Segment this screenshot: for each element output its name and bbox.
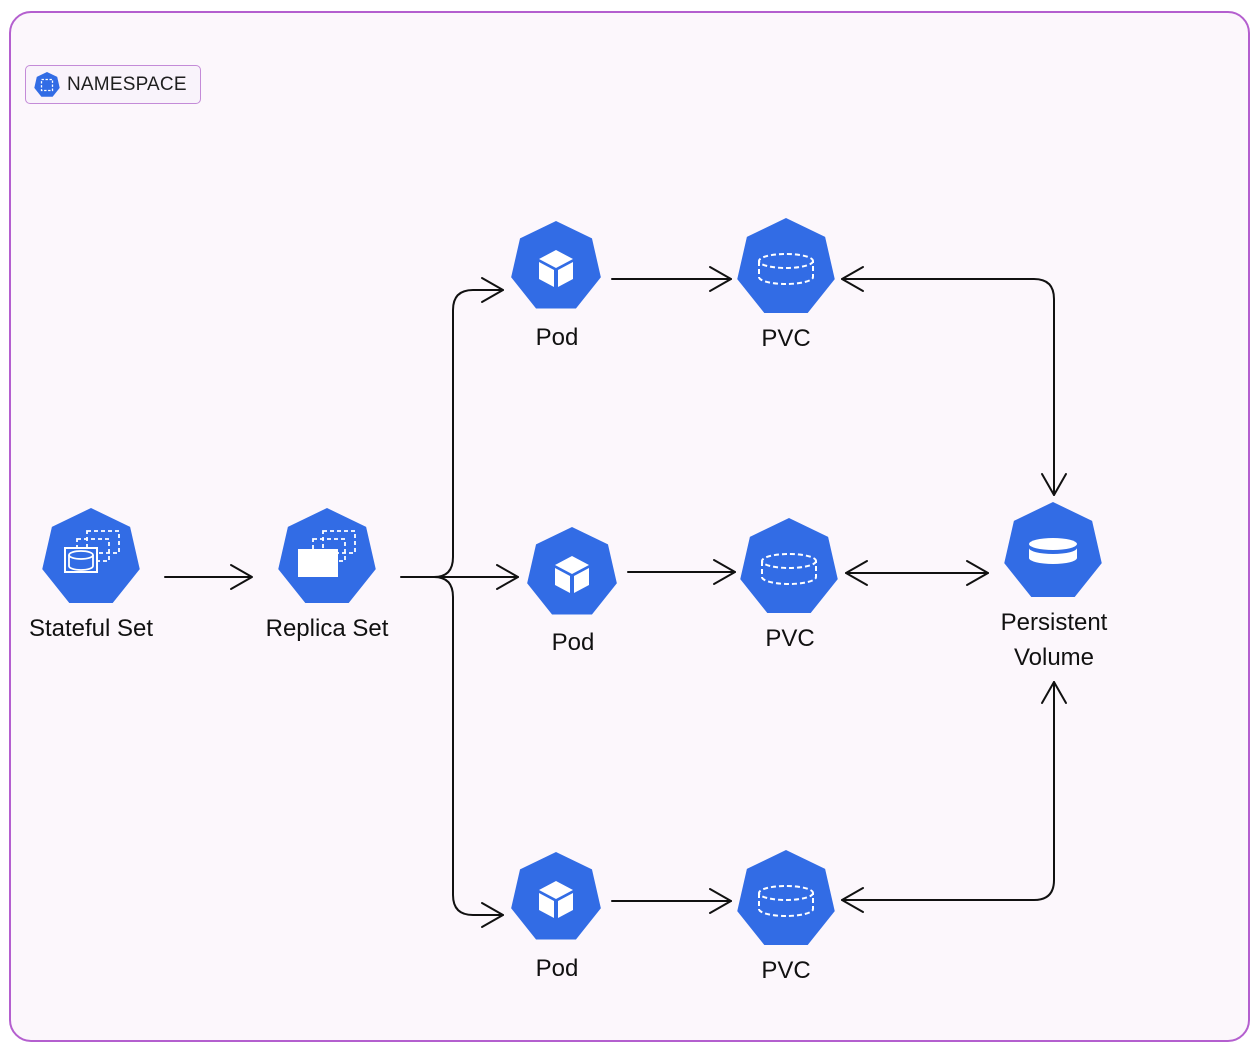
node-replica-set: Replica Set xyxy=(266,508,389,642)
node-stateful-set: Stateful Set xyxy=(29,508,153,642)
node-pod-bottom: Pod xyxy=(511,852,601,982)
node-pvc-bottom: PVC xyxy=(737,850,835,984)
arrow-pod-middle-to-pvc-middle xyxy=(627,559,736,585)
pod-cube-icon xyxy=(511,221,601,309)
pod-cube-icon xyxy=(511,852,601,940)
arrow-pvc-top-to-persistent-volume xyxy=(841,266,1067,496)
namespace-label: NAMESPACE xyxy=(67,73,187,95)
node-pod-middle: Pod xyxy=(527,527,617,656)
node-pvc-middle: PVC xyxy=(740,518,838,652)
namespace-badge: NAMESPACE xyxy=(25,65,201,104)
node-pvc-top: PVC xyxy=(737,218,835,352)
replica-set-label: Replica Set xyxy=(266,615,389,642)
node-persistent-volume: Persistent Volume xyxy=(1001,502,1108,671)
pvc-top-label: PVC xyxy=(761,325,810,352)
arrow-pvc-middle-to-persistent-volume xyxy=(845,560,989,586)
stateful-set-label: Stateful Set xyxy=(29,615,153,642)
persistent-volume-label-line2: Volume xyxy=(1014,644,1094,671)
pod-bottom-label: Pod xyxy=(536,955,579,982)
arrow-pod-top-to-pvc-top xyxy=(611,266,732,292)
persistent-volume-label-line1: Persistent xyxy=(1001,609,1108,636)
arrow-pvc-bottom-to-persistent-volume xyxy=(841,681,1067,913)
kubernetes-namespace-icon xyxy=(34,71,60,97)
pod-middle-label: Pod xyxy=(552,629,595,656)
pod-cube-icon xyxy=(527,527,617,615)
pvc-bottom-label: PVC xyxy=(761,957,810,984)
pvc-volume-icon xyxy=(737,850,835,946)
arrow-statefulset-to-replicaset xyxy=(164,564,253,590)
persistent-volume-icon xyxy=(1004,502,1102,598)
replicaset-icon xyxy=(278,508,376,604)
arrow-pod-bottom-to-pvc-bottom xyxy=(611,888,732,914)
pvc-volume-icon xyxy=(740,518,838,614)
pvc-middle-label: PVC xyxy=(765,625,814,652)
node-pod-top: Pod xyxy=(511,221,601,351)
statefulset-icon xyxy=(42,508,140,604)
arrow-replicaset-to-pods xyxy=(400,277,519,928)
pvc-volume-icon xyxy=(737,218,835,314)
pod-top-label: Pod xyxy=(536,324,579,351)
